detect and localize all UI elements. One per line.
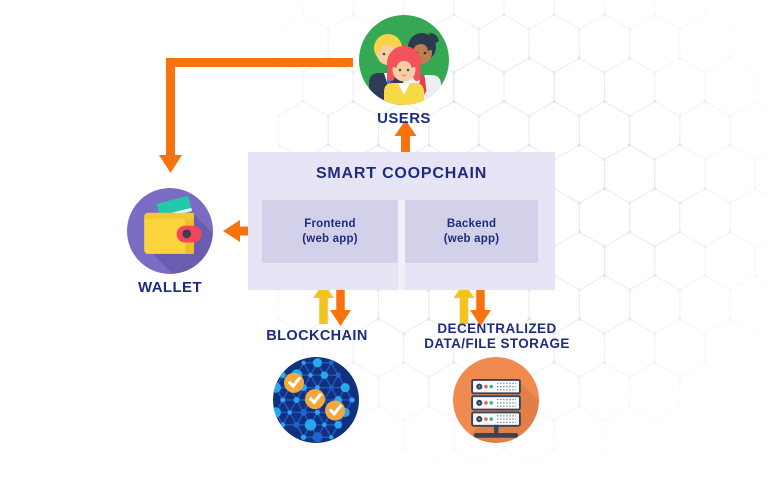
users-label: USERS	[377, 110, 431, 127]
backend-label: Backend	[446, 217, 497, 230]
storage-label-line1: DECENTRALIZED	[437, 321, 557, 336]
arrow-blockchain-to-box	[313, 283, 334, 324]
blockchain-label: BLOCKCHAIN	[266, 328, 368, 344]
frontend-label: Frontend	[304, 217, 356, 230]
check-badge	[305, 389, 326, 410]
smart-coopchain-box: SMART COOPCHAIN Frontend (web app) Backe…	[248, 152, 555, 290]
smart-coopchain-title: SMART COOPCHAIN	[315, 165, 488, 182]
check-badge	[325, 400, 346, 421]
arrow-storage-to-box	[453, 283, 475, 324]
arrow-users-to-wallet	[159, 58, 353, 173]
check-badge	[283, 372, 305, 393]
arrow-box-to-storage	[470, 285, 491, 326]
wallet-label: WALLET	[137, 279, 203, 296]
users-icon	[359, 15, 449, 105]
backend-box: Backend (web app)	[405, 200, 538, 263]
wallet-icon	[127, 188, 213, 274]
backend-sublabel: (web app)	[443, 232, 500, 245]
blockchain-icon	[273, 357, 359, 443]
box-divider	[398, 200, 405, 290]
arrow-box-to-blockchain	[330, 285, 351, 326]
frontend-sublabel: (web app)	[302, 232, 358, 245]
storage-label-line2: DATA/FILE STORAGE	[424, 335, 570, 351]
frontend-box: Frontend (web app)	[262, 200, 398, 263]
arrow-box-to-users	[394, 120, 417, 152]
storage-icon	[453, 357, 539, 443]
